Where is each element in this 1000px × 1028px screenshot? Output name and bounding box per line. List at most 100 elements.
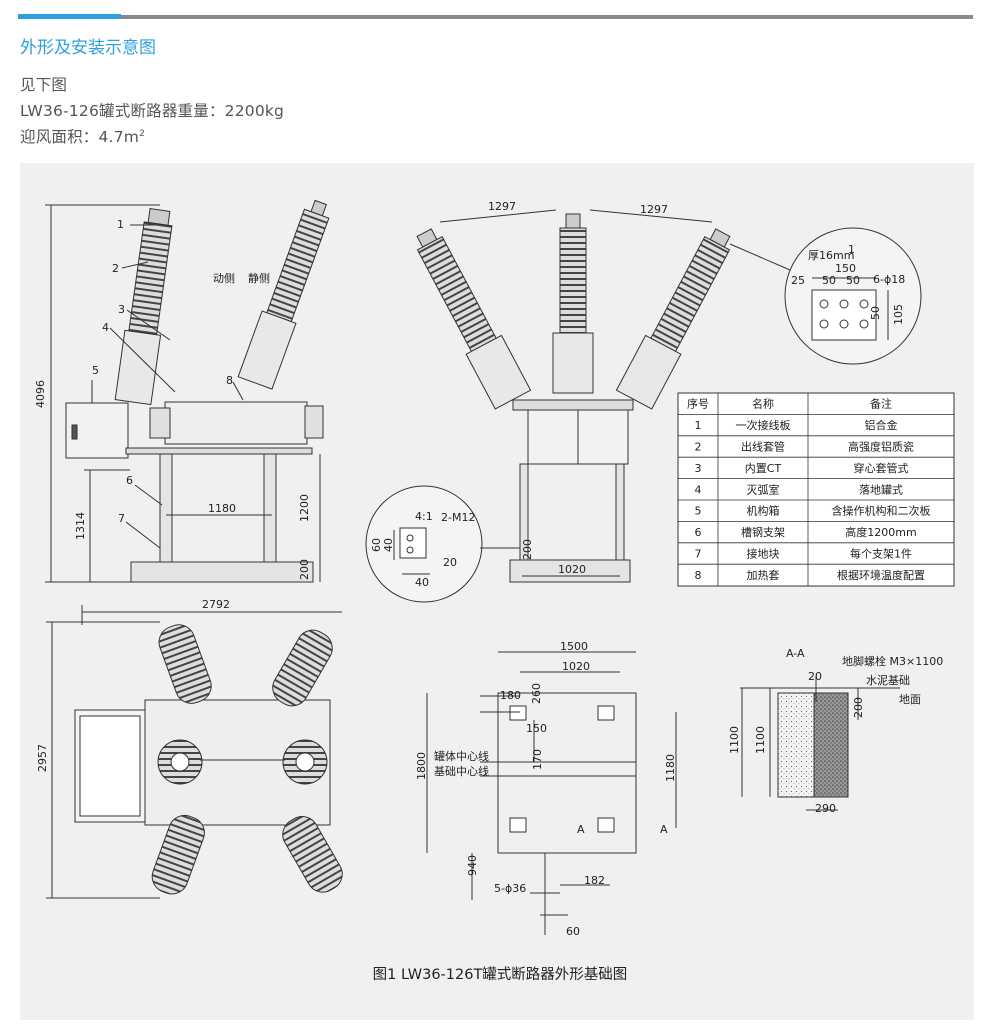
- callout-4: 4: [102, 321, 109, 334]
- fp-holes: 5-ϕ36: [494, 882, 526, 895]
- side-view: [416, 209, 791, 583]
- table-cell: 根据环境温度配置: [837, 568, 925, 582]
- foundation-plan: [426, 651, 677, 935]
- table-cell: 出线套管: [741, 440, 785, 454]
- aa-dim-1100b: 1100: [754, 726, 767, 754]
- ground-dim-40v: 40: [382, 538, 395, 552]
- aa-concrete: 水泥基础: [866, 674, 910, 687]
- foundation-plan-labels: 1500 1020 180 260 150 170 1800 1180 罐体中心…: [415, 640, 677, 938]
- fp-dim-180: 180: [500, 689, 521, 702]
- top-dim-2957: 2957: [36, 744, 49, 772]
- fp-dim-182: 182: [584, 874, 605, 887]
- info-weight: LW36-126罐式断路器重量：2200kg: [20, 102, 285, 120]
- label-moving-side: 动侧: [213, 272, 235, 285]
- callout-1: 1: [117, 218, 124, 231]
- table-cell: 机构箱: [747, 504, 780, 518]
- info-wind-area: 迎风面积：4.7m2: [20, 125, 145, 147]
- terminal-detail: [784, 227, 922, 365]
- table-cell: 8: [695, 569, 702, 582]
- callout-5: 5: [92, 364, 99, 377]
- terminal-dim-50c: 50: [869, 306, 882, 320]
- terminal-dim-105: 105: [892, 304, 905, 325]
- aa-dim-200: 200: [852, 697, 865, 718]
- terminal-thickness: 厚16mm: [808, 249, 854, 262]
- callout-2: 2: [112, 262, 119, 275]
- aa-bolt: 地脚螺栓 M3×1100: [842, 654, 943, 668]
- table-cell: 穿心套管式: [854, 461, 909, 475]
- side-view-labels: 1297 1297 1020 200: [488, 200, 668, 576]
- header-divider: [121, 15, 973, 19]
- aa-dim-1100a: 1100: [728, 726, 741, 754]
- dim-base-width-1020: 1020: [558, 563, 586, 576]
- fp-dim-940: 940: [466, 855, 479, 876]
- top-dim-2792: 2792: [202, 598, 230, 611]
- table-cell: 铝合金: [865, 418, 898, 432]
- table-cell: 7: [695, 548, 702, 561]
- header-accent-bar: [18, 14, 121, 19]
- terminal-dim-50b: 50: [846, 274, 860, 287]
- section-aa-labels: A-A 地脚螺栓 M3×1100 20 水泥基础 地面 200 1100 110…: [728, 647, 943, 815]
- info-see-below: 见下图: [20, 76, 68, 94]
- table-cell: 3: [695, 462, 702, 475]
- figure-caption: 图1 LW36-126T罐式断路器外形基础图: [372, 967, 628, 983]
- dim-frame-height: 1314: [74, 512, 87, 540]
- terminal-detail-labels: 厚16mm 1 150 25 50 50 6-ϕ18 50 105: [791, 243, 905, 325]
- table-cell: 4: [695, 483, 702, 496]
- terminal-holes: 6-ϕ18: [873, 273, 905, 286]
- fp-dim-1180: 1180: [664, 754, 677, 782]
- parts-table: 序号 名称 备注 1 一次接线板 铝合金 2 出线套管 高强度铝质瓷 3 内置CT 穿心套管式 4 灭弧室…: [677, 392, 955, 587]
- front-view: [45, 199, 330, 583]
- table-cell: 加热套: [747, 569, 780, 582]
- fp-label-tank-center: 罐体中心线: [434, 749, 489, 763]
- fp-label-base-center: 基础中心线: [434, 764, 489, 778]
- fp-dim-150: 150: [526, 722, 547, 735]
- table-cell: 灭弧室: [747, 482, 780, 496]
- dim-width-1180: 1180: [208, 502, 236, 515]
- callout-8: 8: [226, 374, 233, 387]
- top-view-labels: 2792 2957: [36, 598, 230, 772]
- terminal-dim-50a: 50: [822, 274, 836, 287]
- table-cell: 内置CT: [745, 461, 782, 475]
- table-cell: 每个支架1件: [850, 547, 912, 561]
- info-wind-area-text: 迎风面积：4.7m: [20, 128, 140, 146]
- table-cell: 一次接线板: [736, 418, 791, 432]
- ground-dim-20: 20: [443, 556, 457, 569]
- info-wind-area-sup: 2: [139, 128, 145, 139]
- fp-dim-1800: 1800: [415, 752, 428, 780]
- terminal-dim-25: 25: [791, 274, 805, 287]
- dim-side-base-200: 200: [521, 539, 534, 560]
- ground-detail: [365, 485, 520, 603]
- terminal-dim-150: 150: [835, 262, 856, 275]
- dim-support-height: 1200: [298, 494, 311, 522]
- fp-dim-1500: 1500: [560, 640, 588, 653]
- ground-ratio: 4:1: [415, 510, 433, 523]
- label-static-side: 静侧: [248, 271, 270, 285]
- dim-right-1297: 1297: [640, 203, 668, 216]
- aa-ground: 地面: [899, 693, 921, 706]
- table-cell: 1: [695, 419, 702, 432]
- fp-dim-60: 60: [566, 925, 580, 938]
- top-view: [46, 605, 343, 899]
- fp-dim-170: 170: [531, 749, 544, 770]
- table-cell: 槽钢支架: [741, 526, 785, 539]
- aa-dim-290: 290: [815, 802, 836, 815]
- fp-dim-1020: 1020: [562, 660, 590, 673]
- ground-detail-labels: 4:1 2-M12 60 40 20 40: [370, 510, 475, 589]
- callout-3: 3: [118, 303, 125, 316]
- aa-title: A-A: [786, 647, 805, 660]
- table-header-cell: 备注: [870, 397, 892, 411]
- table-cell: 含操作机构和二次板: [832, 504, 931, 518]
- table-header-cell: 名称: [752, 397, 774, 411]
- callout-7: 7: [118, 512, 125, 525]
- front-view-labels: 1 2 3 4 5 6 7 8 动侧 静侧 4096 1314 1180 120…: [34, 218, 311, 580]
- table-cell: 5: [695, 505, 702, 518]
- table-header-cell: 序号: [687, 397, 709, 411]
- aa-dim-20: 20: [808, 670, 822, 683]
- table-cell: 高强度铝质瓷: [848, 440, 914, 454]
- section-aa: [740, 676, 900, 811]
- dim-total-height: 4096: [34, 380, 47, 408]
- fp-dim-260: 260: [530, 683, 543, 704]
- table-cell: 高度1200mm: [845, 525, 916, 539]
- table-cell: 2: [695, 441, 702, 454]
